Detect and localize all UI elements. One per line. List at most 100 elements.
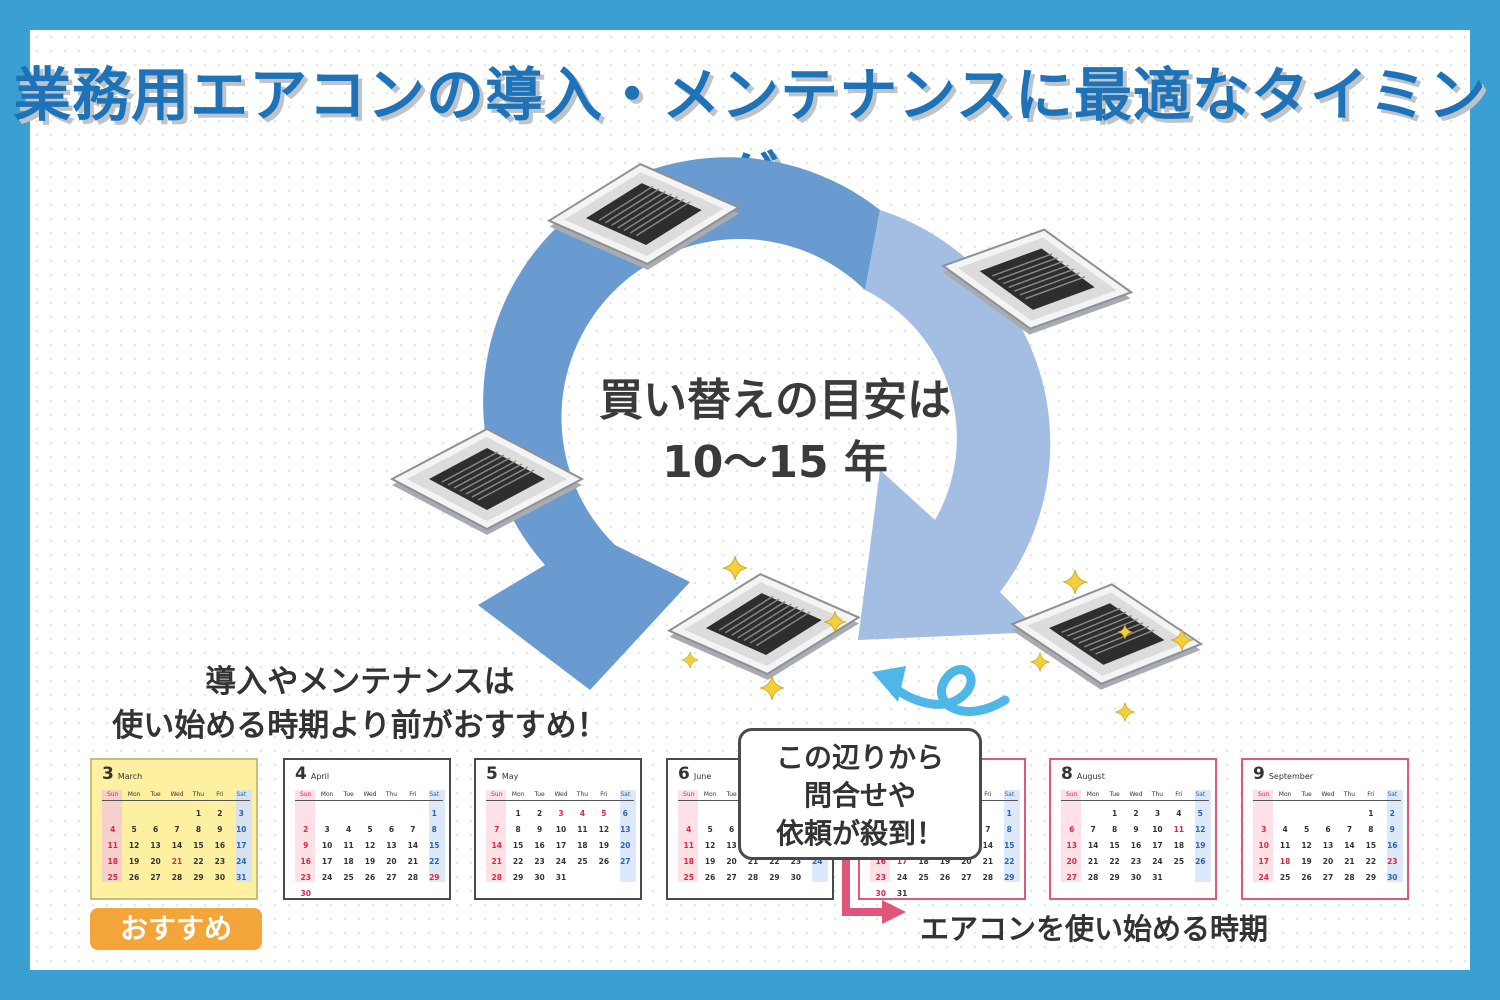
calendar-day: 31 [236, 873, 247, 882]
calendar-day: 14 [491, 841, 502, 850]
empty-day [1253, 806, 1274, 822]
calendar-day: 14 [407, 841, 419, 850]
calendar-day: 4 [1282, 825, 1288, 834]
weekday-label: Mon [511, 791, 525, 798]
calendar-day: 19 [939, 857, 951, 866]
weekday-label: Wed [1321, 791, 1335, 798]
calendar-day: 24 [812, 857, 823, 866]
calendar-day: 24 [321, 873, 333, 882]
calendar-day: 26 [1301, 873, 1312, 882]
saturday-column [236, 790, 252, 882]
calendar-day: 20 [150, 857, 161, 866]
calendar-day: 28 [982, 873, 994, 882]
calendar-day: 7 [174, 825, 180, 834]
weekday-label: Thu [1151, 791, 1164, 798]
calendar-day: 9 [303, 841, 309, 850]
calendar-day: 16 [214, 841, 226, 850]
calendar-day: 20 [1322, 857, 1334, 866]
weekday-label: Fri [216, 791, 224, 798]
calendar-day: 29 [512, 873, 524, 882]
calendar-day: 30 [875, 889, 886, 898]
calendar-day: 20 [961, 857, 972, 866]
calendar-day: 29 [1109, 873, 1120, 882]
calendar-day: 3 [238, 809, 244, 818]
calendar-day: 16 [1130, 841, 1142, 850]
weekday-label: Sat [1387, 791, 1398, 798]
calendar-day: 28 [171, 873, 183, 882]
calendar-day: 17 [555, 841, 567, 850]
calendar-day: 21 [747, 857, 759, 866]
month-number: 9 [1253, 764, 1265, 784]
calendar-day: 20 [620, 841, 631, 850]
empty-day [678, 806, 699, 822]
empty-day [381, 806, 402, 822]
calendar-day: 18 [343, 857, 354, 866]
header-divider [102, 800, 250, 801]
calendar-day: 19 [364, 857, 376, 866]
calendar-day: 5 [367, 825, 373, 834]
empty-day [1339, 806, 1360, 822]
calendar-day: 4 [579, 809, 586, 818]
calendar-day: 11 [343, 841, 354, 850]
calendar-day: 15 [1109, 841, 1120, 850]
calendar-day: 12 [128, 841, 140, 850]
weekday-label: Tue [150, 791, 161, 798]
calendar-day: 10 [321, 841, 333, 850]
calendar-day: 17 [321, 857, 333, 866]
calendar-day: 8 [1006, 825, 1012, 834]
calendar-day: 5 [1197, 809, 1203, 818]
calendar-day: 2 [1389, 809, 1395, 818]
calendar-day: 23 [1387, 857, 1398, 866]
calendar-day: 7 [494, 825, 500, 834]
calendar-day: 6 [1069, 825, 1075, 834]
calendar-day: 25 [343, 873, 354, 882]
weekday-label: Sun [1066, 791, 1078, 798]
calendar-day: 19 [128, 857, 140, 866]
calendar-day: 8 [1111, 825, 1118, 834]
empty-day [123, 806, 144, 822]
inquiry-speech-bubble: この辺りから 問合せや 依頼が殺到！ [738, 728, 982, 860]
calendar-day: 19 [1195, 841, 1206, 850]
saturday-column [1004, 790, 1020, 882]
calendar-day: 4 [110, 825, 116, 834]
calendar-day: 10 [1258, 841, 1269, 850]
calendar-day: 23 [1130, 857, 1142, 866]
calendar-day: 22 [1004, 857, 1015, 866]
calendar-day: 20 [386, 857, 397, 866]
weekday-label: Fri [1175, 791, 1183, 798]
calendar-day: 2 [536, 809, 543, 818]
calendar-day: 24 [1258, 873, 1269, 882]
calendar-day: 13 [620, 825, 631, 834]
calendar-day: 27 [1066, 873, 1077, 882]
calendar-day: 5 [601, 809, 607, 818]
calendar-day: 23 [214, 857, 226, 866]
calendar-day: 30 [214, 873, 226, 882]
weekday-label: Mon [703, 791, 717, 798]
month-name: April [310, 772, 330, 781]
calendar-day: 26 [1195, 857, 1206, 866]
calendar-day: 16 [300, 857, 311, 866]
calendar-day: 7 [1346, 825, 1353, 834]
calendar-day: 14 [171, 841, 183, 850]
weekday-label: Fri [984, 791, 992, 798]
lifespan-text: 買い替えの目安は 10〜15 年 [545, 370, 1005, 494]
calendar-day: 26 [704, 873, 716, 882]
calendar-day: 31 [555, 873, 567, 882]
weekday-label: Sat [1004, 791, 1015, 798]
calendar-day: 26 [128, 873, 140, 882]
weekday-label: Mon [127, 791, 141, 798]
weekday-label: Fri [1367, 791, 1375, 798]
calendar-day: 16 [534, 841, 545, 850]
weekday-label: Thu [192, 791, 205, 798]
calendar-day: 22 [429, 857, 440, 866]
calendar-day: 24 [555, 857, 567, 866]
calendar-day: 21 [171, 857, 183, 866]
weekday-label: Tue [726, 791, 737, 798]
calendar-day: 7 [410, 825, 416, 834]
start-arrow-icon [842, 855, 906, 924]
